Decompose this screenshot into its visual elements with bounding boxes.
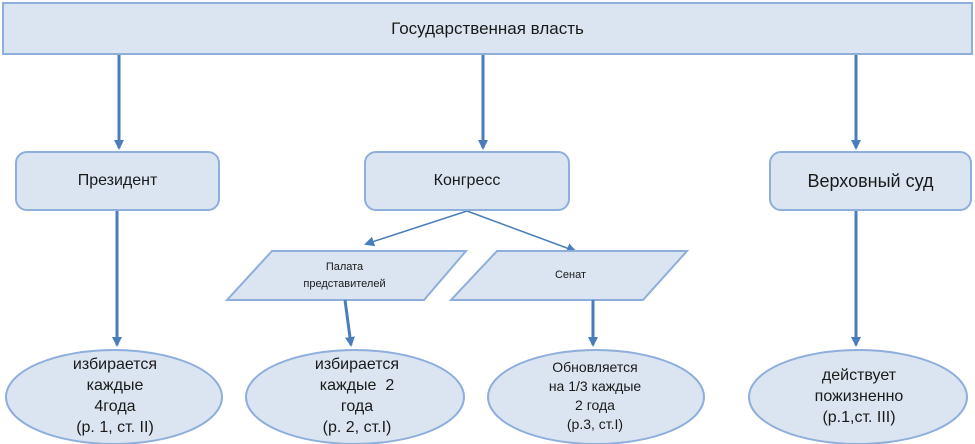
house-term-text: избирается каждые 2 года (р. 2, ст.I) — [262, 352, 452, 440]
house-label-line-1: Палата — [325, 260, 364, 273]
senate-parallelogram — [448, 250, 690, 301]
root-box: Государственная власть — [2, 2, 973, 55]
court-term-line: пожизненно — [814, 387, 904, 405]
house-parallelogram — [224, 250, 469, 301]
president-box: Президент — [15, 151, 220, 211]
congress-box: Конгресс — [364, 151, 570, 211]
house-term-line: (р. 2, ст.I) — [322, 419, 392, 436]
congress-label: Конгресс — [433, 172, 501, 189]
court-box: Верховный суд — [769, 151, 972, 211]
arrow-congress-to-house — [364, 210, 468, 247]
senate-term-ellipse — [487, 349, 705, 444]
senate-term-text: Обновляется на 1/3 каждые 2 года (р.3, с… — [500, 354, 690, 438]
senate-term-line: 2 года — [575, 397, 615, 413]
court-term-ellipse — [748, 349, 968, 444]
court-term-text: действует пожизненно (р.1,ст. III) — [764, 360, 954, 432]
president-term-line: 4года — [94, 398, 136, 415]
president-term-text: избирается каждые 4года (р. 1, ст. II) — [20, 352, 210, 440]
arrow-congress-to-senate — [466, 210, 577, 253]
senate-label: Сенат — [554, 269, 587, 281]
house-term-line: каждые 2 — [319, 377, 395, 394]
house-term-line: года — [340, 398, 374, 415]
senate-term-line: (р.3, ст.I) — [566, 416, 624, 432]
house-label: Палата представителей — [262, 251, 427, 300]
senate-term-line: на 1/3 каждые — [548, 378, 642, 394]
court-term-line: действует — [821, 366, 897, 384]
president-label: Президент — [77, 172, 158, 189]
arrow-house-to-term — [343, 299, 355, 347]
house-term-line: избирается — [314, 356, 400, 373]
senate-term-line: Обновляется — [552, 359, 638, 375]
house-label-line-2: представителей — [303, 277, 386, 290]
president-term-line: избирается — [72, 356, 158, 373]
house-term-ellipse — [245, 349, 465, 444]
court-term-line: (р.1,ст. III) — [822, 408, 896, 426]
president-term-line: (р. 1, ст. II) — [76, 419, 154, 436]
court-label: Верховный суд — [807, 170, 934, 191]
president-term-ellipse — [5, 349, 223, 444]
president-term-line: каждые — [86, 377, 144, 394]
root-label: Государственная власть — [391, 18, 584, 38]
